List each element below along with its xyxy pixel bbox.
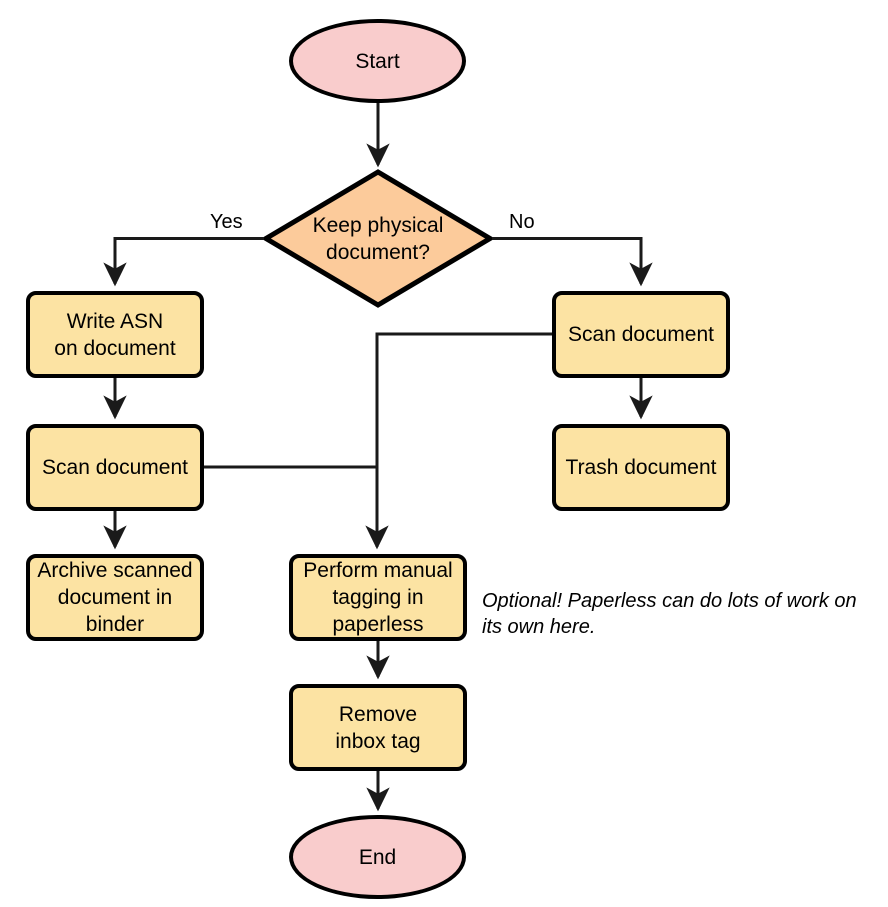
node-end-label: End [358,845,397,869]
node-start-label: Start [355,49,400,73]
node-trash-document[interactable]: Trash document [552,424,730,511]
edge-scan-right-to-manual-tagging [365,332,552,550]
node-remove-inbox-tag-label: Remove inbox tag [335,702,421,753]
node-scan-document-left-label: Scan document [42,456,188,479]
annotation-optional-note: Optional! Paperless can do lots of work … [482,590,857,638]
node-keep-physical-document[interactable]: Keep physical document? [266,172,490,305]
node-end[interactable]: End [289,815,466,899]
decision-shape-keep-physical [261,169,495,308]
node-archive-scanned-document-in-binder[interactable]: Archive scanned document in binder [26,554,204,641]
node-archive-scanned-document-in-binder-label: Archive scanned document in binder [37,559,193,636]
edge-label-no: No [509,211,535,233]
edge-label-yes: Yes [210,211,243,233]
node-write-asn-on-document[interactable]: Write ASN on document [26,291,204,378]
node-keep-physical-document-label: Keep physical document? [312,213,444,264]
node-perform-manual-tagging-in-paperless[interactable]: Perform manual tagging in paperless [289,554,467,641]
node-scan-document-left[interactable]: Scan document [26,424,204,511]
node-scan-document-right[interactable]: Scan document [552,291,730,378]
node-write-asn-on-document-label: Write ASN on document [54,309,176,360]
node-start[interactable]: Start [289,19,466,103]
node-perform-manual-tagging-in-paperless-label: Perform manual tagging in paperless [303,559,453,636]
node-remove-inbox-tag[interactable]: Remove inbox tag [289,684,467,771]
edge-decision-to-write-asn [103,237,264,287]
edge-decision-to-scan-right [492,237,653,287]
node-trash-document-label: Trash document [565,456,717,479]
node-scan-document-right-label: Scan document [568,323,714,346]
